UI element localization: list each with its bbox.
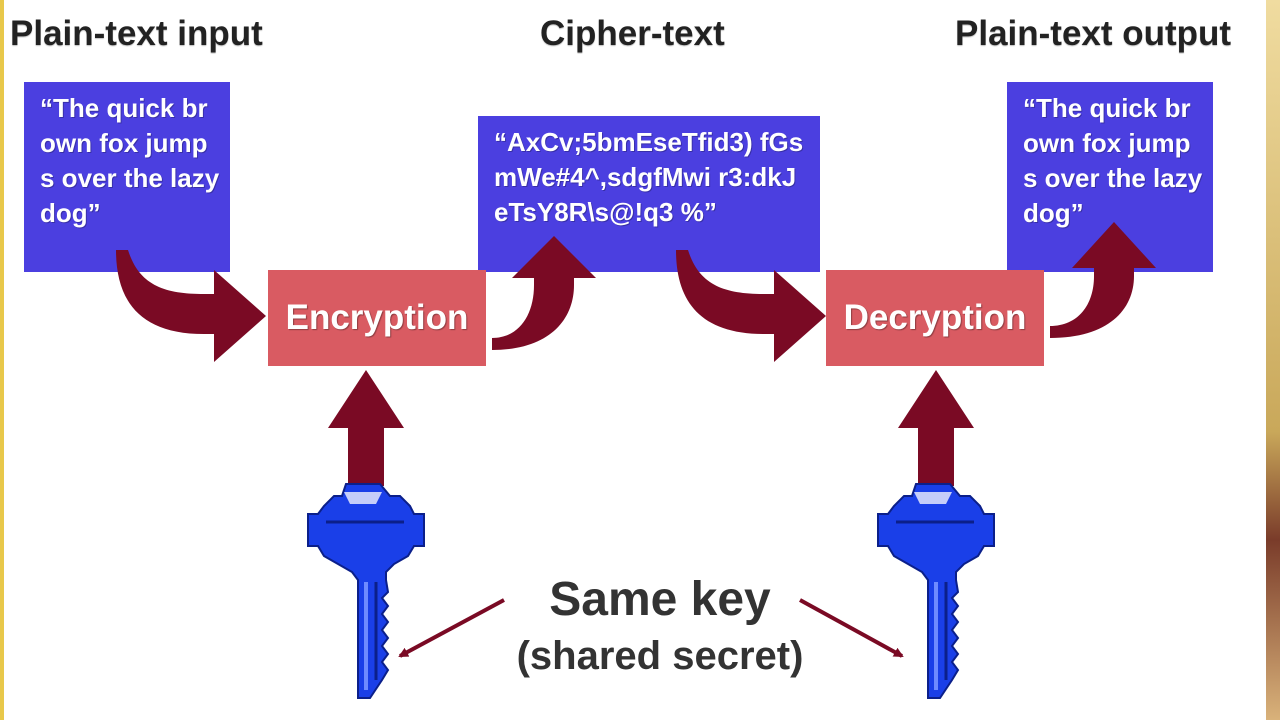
plaintext-output-heading: Plain-text output [955, 14, 1232, 53]
plaintext-input-box: “The quick brown fox jumps over the lazy… [24, 82, 230, 272]
slide: Plain-text input Cipher-text Plain-text … [4, 0, 1266, 720]
encryption-to-ciphertext-arrow [492, 236, 596, 350]
caption-pointer-right [799, 598, 904, 658]
decryption-box: Decryption [826, 270, 1044, 366]
key-icon [307, 483, 425, 699]
key-to-encryption-arrow [328, 370, 404, 486]
ciphertext-heading: Cipher-text [540, 14, 725, 53]
ciphertext-to-decryption-arrow [676, 250, 826, 362]
shared-key-caption: Same key (shared secret) [450, 570, 870, 682]
caption-line-2: (shared secret) [516, 634, 804, 678]
background-edge [1266, 0, 1280, 720]
caption-line-1: Same key [549, 573, 771, 626]
caption-pointer-left [398, 598, 505, 658]
decryption-to-output-arrow [1050, 222, 1156, 338]
plaintext-input-heading: Plain-text input [10, 14, 263, 53]
key-to-decryption-arrow [898, 370, 974, 486]
key-icon [877, 483, 995, 699]
diagram-arrows [116, 222, 1156, 699]
encryption-box: Encryption [268, 270, 486, 366]
ciphertext-box: “AxCv;5bmEseTfid3) fGsmWe#4^,sdgfMwi r3:… [478, 116, 820, 272]
input-to-encryption-arrow [116, 250, 266, 362]
